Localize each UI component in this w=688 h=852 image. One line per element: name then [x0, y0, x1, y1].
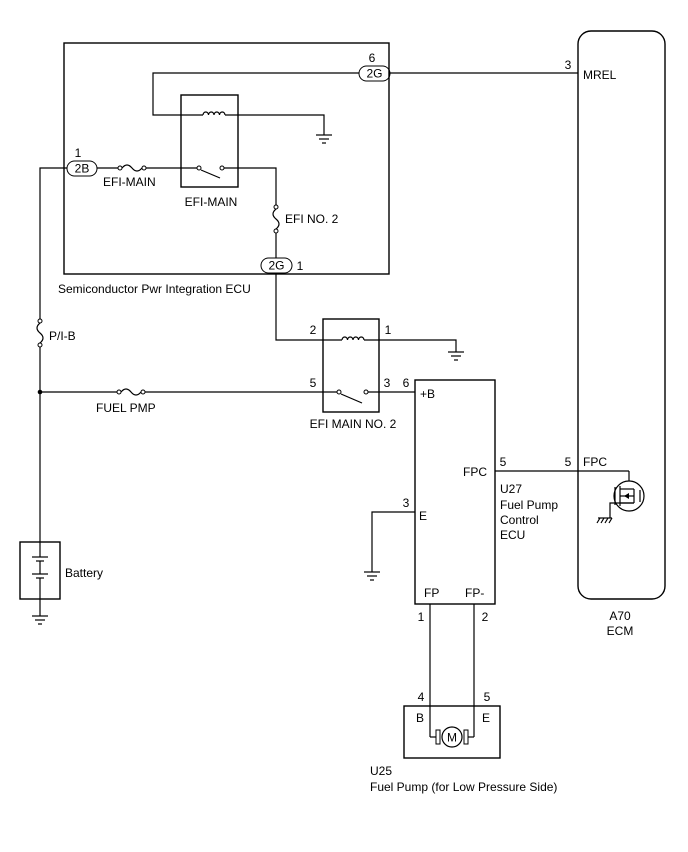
pin-fpecu-fp: 1: [418, 610, 425, 624]
pin-fpecu-b: 6: [403, 376, 410, 390]
ecm-box: [577, 30, 666, 600]
efi-main-no2-relay-label: EFI MAIN NO. 2: [310, 417, 397, 431]
wire-2g-relay2-coil: [275, 273, 342, 341]
ground-icon: [316, 134, 332, 144]
pin-relay2-coil-right: 1: [385, 323, 392, 337]
pin-pump-b: 4: [418, 690, 425, 704]
pin-ecm-mrel: 3: [565, 58, 572, 72]
efi-main-relay-switch-icon: [196, 165, 225, 179]
pib-fuse-label: P/I-B: [49, 329, 76, 343]
connector-2g-top-label: 2G: [366, 67, 382, 81]
pin-pump-e: 5: [484, 690, 491, 704]
mosfet-icon: [578, 470, 645, 524]
motor-icon: [430, 726, 474, 748]
fpecu-b-label: +B: [420, 387, 435, 401]
ecm-code: A70: [609, 609, 631, 623]
efi-main-no2-relay-switch-icon: [336, 389, 369, 404]
fpecu-fpc-label: FPC: [463, 465, 487, 479]
battery-label: Battery: [65, 566, 103, 580]
fuel-pump-code: U25: [370, 764, 392, 778]
ground-icon: [448, 351, 464, 361]
fpecu-e-label: E: [419, 509, 427, 523]
ipdu-box: [63, 42, 390, 275]
pin-relay2-coil-left: 2: [310, 323, 317, 337]
connector-2g-bottom-label: 2G: [268, 259, 284, 273]
wire-battery-feed: [39, 167, 67, 319]
connector-2b-label: 2B: [75, 162, 90, 176]
fpecu-box: [414, 379, 496, 605]
pin-2g-bottom: 1: [297, 259, 304, 273]
pin-relay2-sw-right: 3: [384, 376, 391, 390]
pin-fpecu-fpm: 2: [482, 610, 489, 624]
fuel-pmp-fuse-label: FUEL PMP: [96, 401, 156, 415]
efi-no2-fuse-label: EFI NO. 2: [285, 212, 339, 226]
fpecu-name-line2: Control: [500, 513, 539, 527]
pib-fuse-icon: [36, 318, 44, 348]
ecm-mrel-label: MREL: [583, 68, 617, 82]
fuel-pump-name: Fuel Pump (for Low Pressure Side): [370, 780, 557, 794]
wire-relay-efi-no2: [224, 167, 277, 205]
fpecu-name-line1: Fuel Pump: [500, 498, 558, 512]
fuel-pump-b-label: B: [416, 711, 424, 725]
ipdu-label: Semiconductor Pwr Integration ECU: [58, 282, 251, 296]
pin-fpecu-fpc: 5: [500, 455, 507, 469]
efi-main-fuse-label: EFI-MAIN: [103, 175, 156, 189]
pin-2g-top: 6: [369, 51, 376, 65]
fuel-pmp-fuse-icon: [116, 388, 146, 396]
efi-no2-fuse-icon: [272, 204, 280, 234]
pin-relay2-sw-left: 5: [310, 376, 317, 390]
pin-fpecu-e: 3: [403, 496, 410, 510]
motor-label: M: [447, 731, 457, 745]
fpecu-fpm-label: FP-: [465, 586, 484, 600]
wire-relay2-coil-ground: [364, 339, 457, 352]
fpecu-fp-label: FP: [424, 586, 439, 600]
efi-main-fuse-icon: [117, 164, 147, 172]
pin-ecm-fpc: 5: [565, 455, 572, 469]
wire-efi-main-coil: [152, 72, 359, 116]
ecm-name: ECM: [607, 624, 634, 638]
wire-efi-main-coil-ground: [225, 114, 325, 135]
battery-icon: [32, 556, 48, 579]
efi-main-no2-relay-box: [322, 318, 380, 413]
efi-main-relay-box: [180, 94, 239, 188]
efi-main-relay-label: EFI-MAIN: [185, 195, 238, 209]
fpecu-code: U27: [500, 482, 522, 496]
pin-2b: 1: [75, 146, 82, 160]
ground-icon: [364, 571, 380, 581]
fuel-pump-box: [403, 705, 501, 759]
ground-icon: [32, 615, 48, 625]
fpecu-name-line3: ECU: [500, 528, 525, 542]
ecm-fpc-label: FPC: [583, 455, 607, 469]
efi-main-relay-coil-icon: [202, 111, 226, 116]
wire-fpecu-ground: [371, 511, 415, 572]
efi-main-no2-relay-coil-icon: [341, 336, 365, 341]
fuel-pump-e-label: E: [482, 711, 490, 725]
